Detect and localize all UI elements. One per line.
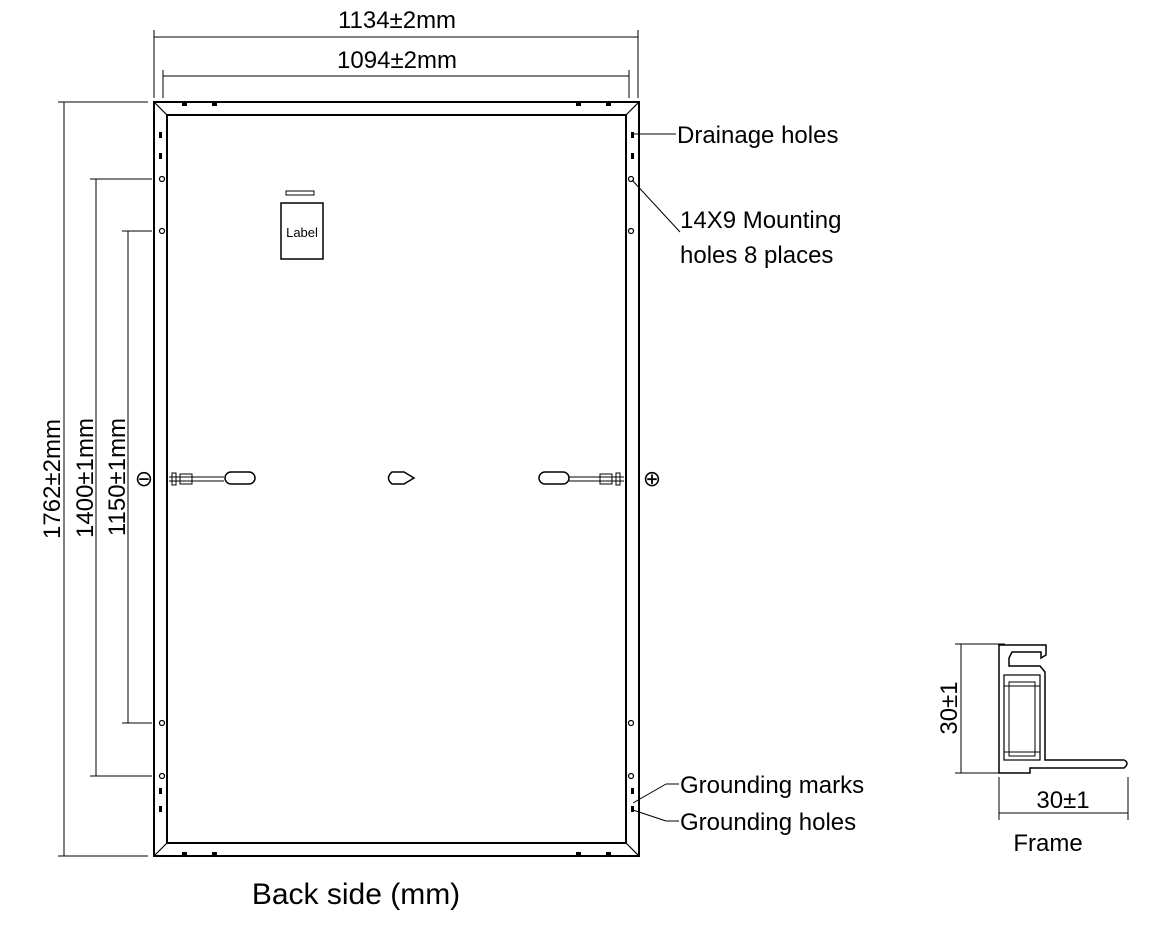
- mounting-inner-label: 1150±1mm: [104, 418, 131, 536]
- panel-outline: [153, 101, 640, 857]
- mounting-holes: [158, 175, 635, 780]
- mounting-outer-label: 1400±1mm: [72, 418, 99, 538]
- negative-terminal-icon: ⊖: [135, 466, 153, 491]
- dim-overall-height: 1762±2mm: [39, 101, 148, 857]
- junction-and-cables: [169, 471, 624, 486]
- callout-drainage: Drainage holes: [632, 122, 838, 149]
- mounting-holes-label-2: holes 8 places: [680, 242, 833, 269]
- grounding-marks-label: Grounding marks: [680, 772, 864, 799]
- inner-width-label: 1094±2mm: [337, 47, 457, 74]
- grounding-holes-label: Grounding holes: [680, 809, 856, 836]
- frame-height-label: 30±1: [936, 681, 963, 734]
- frame-cross-section: 30±1 30±1 Frame: [936, 643, 1129, 857]
- overall-width-label: 1134±2mm: [338, 7, 456, 34]
- dim-mounting-outer: 1400±1mm: [72, 178, 152, 777]
- dim-mounting-inner: 1150±1mm: [104, 230, 152, 724]
- drainage-hole-marks: [159, 132, 634, 812]
- frame-slots: [182, 102, 611, 856]
- callout-grounding: Grounding marks Grounding holes: [632, 772, 864, 836]
- frame-width-label: 30±1: [1036, 787, 1089, 814]
- label-box-text: Label: [286, 225, 318, 240]
- dim-inner-width: 1094±2mm: [162, 47, 630, 98]
- mounting-holes-label-1: 14X9 Mounting: [680, 207, 841, 234]
- drainage-holes-label: Drainage holes: [677, 122, 838, 149]
- callout-mounting: 14X9 Mounting holes 8 places: [631, 179, 841, 269]
- overall-height-label: 1762±2mm: [39, 419, 66, 539]
- back-side-caption: Back side (mm): [252, 878, 460, 911]
- positive-terminal-icon: ⊕: [643, 466, 661, 491]
- frame-caption: Frame: [1013, 830, 1082, 857]
- label-block: Label: [280, 190, 324, 260]
- dim-overall-width: 1134±2mm: [153, 7, 639, 98]
